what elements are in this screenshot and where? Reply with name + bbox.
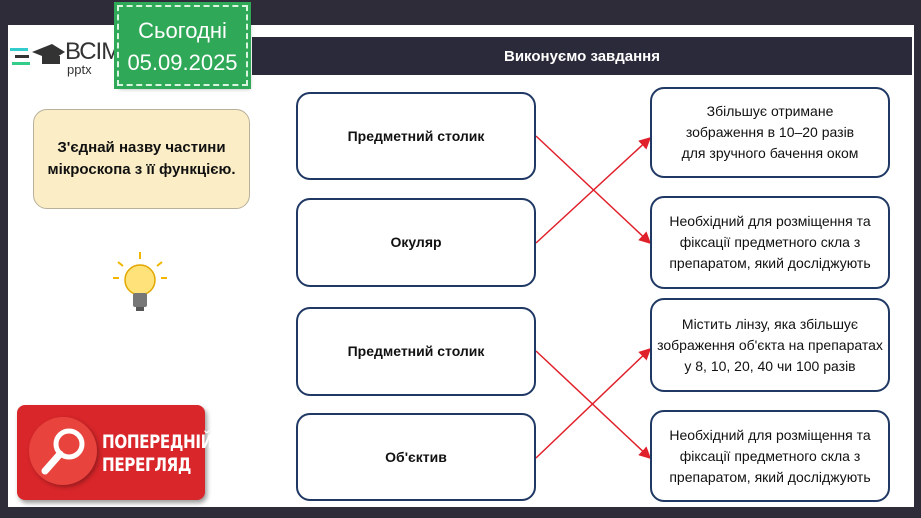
connector-line	[535, 347, 652, 459]
function-item[interactable]: Необхідний для розміщення та фіксації пр…	[650, 410, 890, 502]
connector-line	[535, 136, 652, 244]
page-title: Виконуємо завдання	[252, 37, 912, 75]
date-badge: Сьогодні 05.09.2025	[114, 2, 251, 89]
lightbulb-icon	[113, 252, 167, 311]
function-item[interactable]: Містить лінзу, яка збільшує зображення о…	[650, 298, 890, 392]
vsim-logo: ВСІМ pptx	[10, 38, 121, 78]
part-item[interactable]: Об'єктив	[296, 413, 536, 501]
function-item[interactable]: Збільшує отримане зображення в 10–20 раз…	[650, 87, 890, 178]
part-item[interactable]: Предметний столик	[296, 92, 536, 180]
graduation-cap-icon	[10, 44, 65, 65]
function-item[interactable]: Необхідний для розміщення та фіксації пр…	[650, 196, 890, 289]
part-item[interactable]: Предметний столик	[296, 307, 536, 396]
magnifier-icon	[29, 417, 97, 485]
part-item[interactable]: Окуляр	[296, 198, 536, 287]
